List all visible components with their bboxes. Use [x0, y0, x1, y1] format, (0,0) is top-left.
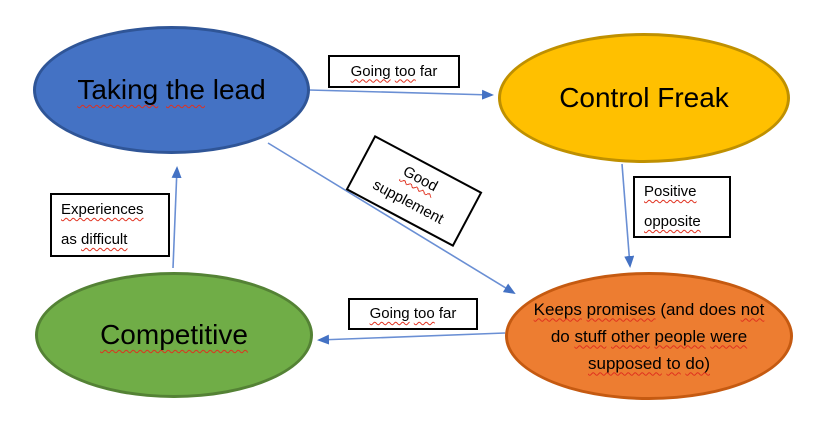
word: too — [394, 62, 416, 80]
node-control-freak-label: Control Freak — [559, 81, 729, 115]
word: difficult — [81, 231, 128, 248]
label-going-too-far-bottom[interactable]: Going too far — [348, 298, 478, 330]
word: opposite — [644, 213, 701, 230]
word: do) — [685, 353, 710, 373]
word: does — [699, 299, 736, 319]
word: Keeps — [533, 299, 582, 319]
word: Experiences — [61, 201, 144, 218]
word: supposed — [588, 353, 662, 373]
word: promises — [586, 299, 656, 319]
word: Control — [559, 82, 650, 113]
arrow-keeps-promises-to-competitive[interactable] — [317, 332, 506, 345]
word: too — [413, 305, 435, 322]
node-keeps-promises[interactable]: Keeps promises (and does not do stuff oth… — [505, 272, 793, 400]
label-positive-opposite[interactable]: Positive opposite — [633, 176, 731, 238]
word: Competitive — [100, 319, 248, 350]
word: were — [710, 326, 748, 346]
word: far — [419, 62, 438, 80]
label-going-too-far-top[interactable]: Going too far — [328, 55, 460, 88]
word: people — [654, 326, 706, 346]
node-taking-the-lead-label: Taking the lead — [77, 73, 265, 107]
word: Going — [350, 62, 391, 80]
arrow-taking-lead-to-keeps-promises[interactable] — [267, 142, 516, 295]
arrow-control-freak-to-keeps-promises[interactable] — [621, 163, 635, 268]
word: Positive — [644, 183, 697, 200]
node-control-freak[interactable]: Control Freak — [498, 33, 790, 163]
word: do — [550, 326, 570, 346]
word: not — [740, 299, 765, 319]
word: far — [438, 305, 457, 322]
word: stuff — [574, 326, 607, 346]
word: Freak — [657, 82, 729, 113]
node-taking-the-lead[interactable]: Taking the lead — [33, 26, 310, 154]
word: (and — [660, 299, 695, 319]
word: Taking — [77, 74, 159, 105]
arrow-competitive-to-taking-lead[interactable] — [171, 166, 182, 269]
node-competitive-label: Competitive — [100, 318, 248, 352]
word: Going — [369, 305, 410, 322]
arrow-taking-lead-to-control-freak[interactable] — [308, 89, 494, 100]
node-competitive[interactable]: Competitive — [35, 272, 313, 398]
word: lead — [212, 74, 266, 105]
label-experiences-as-difficult[interactable]: Experiences as difficult — [50, 193, 170, 257]
word: other — [611, 326, 650, 346]
word: as — [61, 231, 77, 248]
word: the — [166, 74, 205, 105]
word: to — [666, 353, 681, 373]
node-keeps-promises-label: Keeps promises (and does not do stuff oth… — [534, 296, 765, 377]
